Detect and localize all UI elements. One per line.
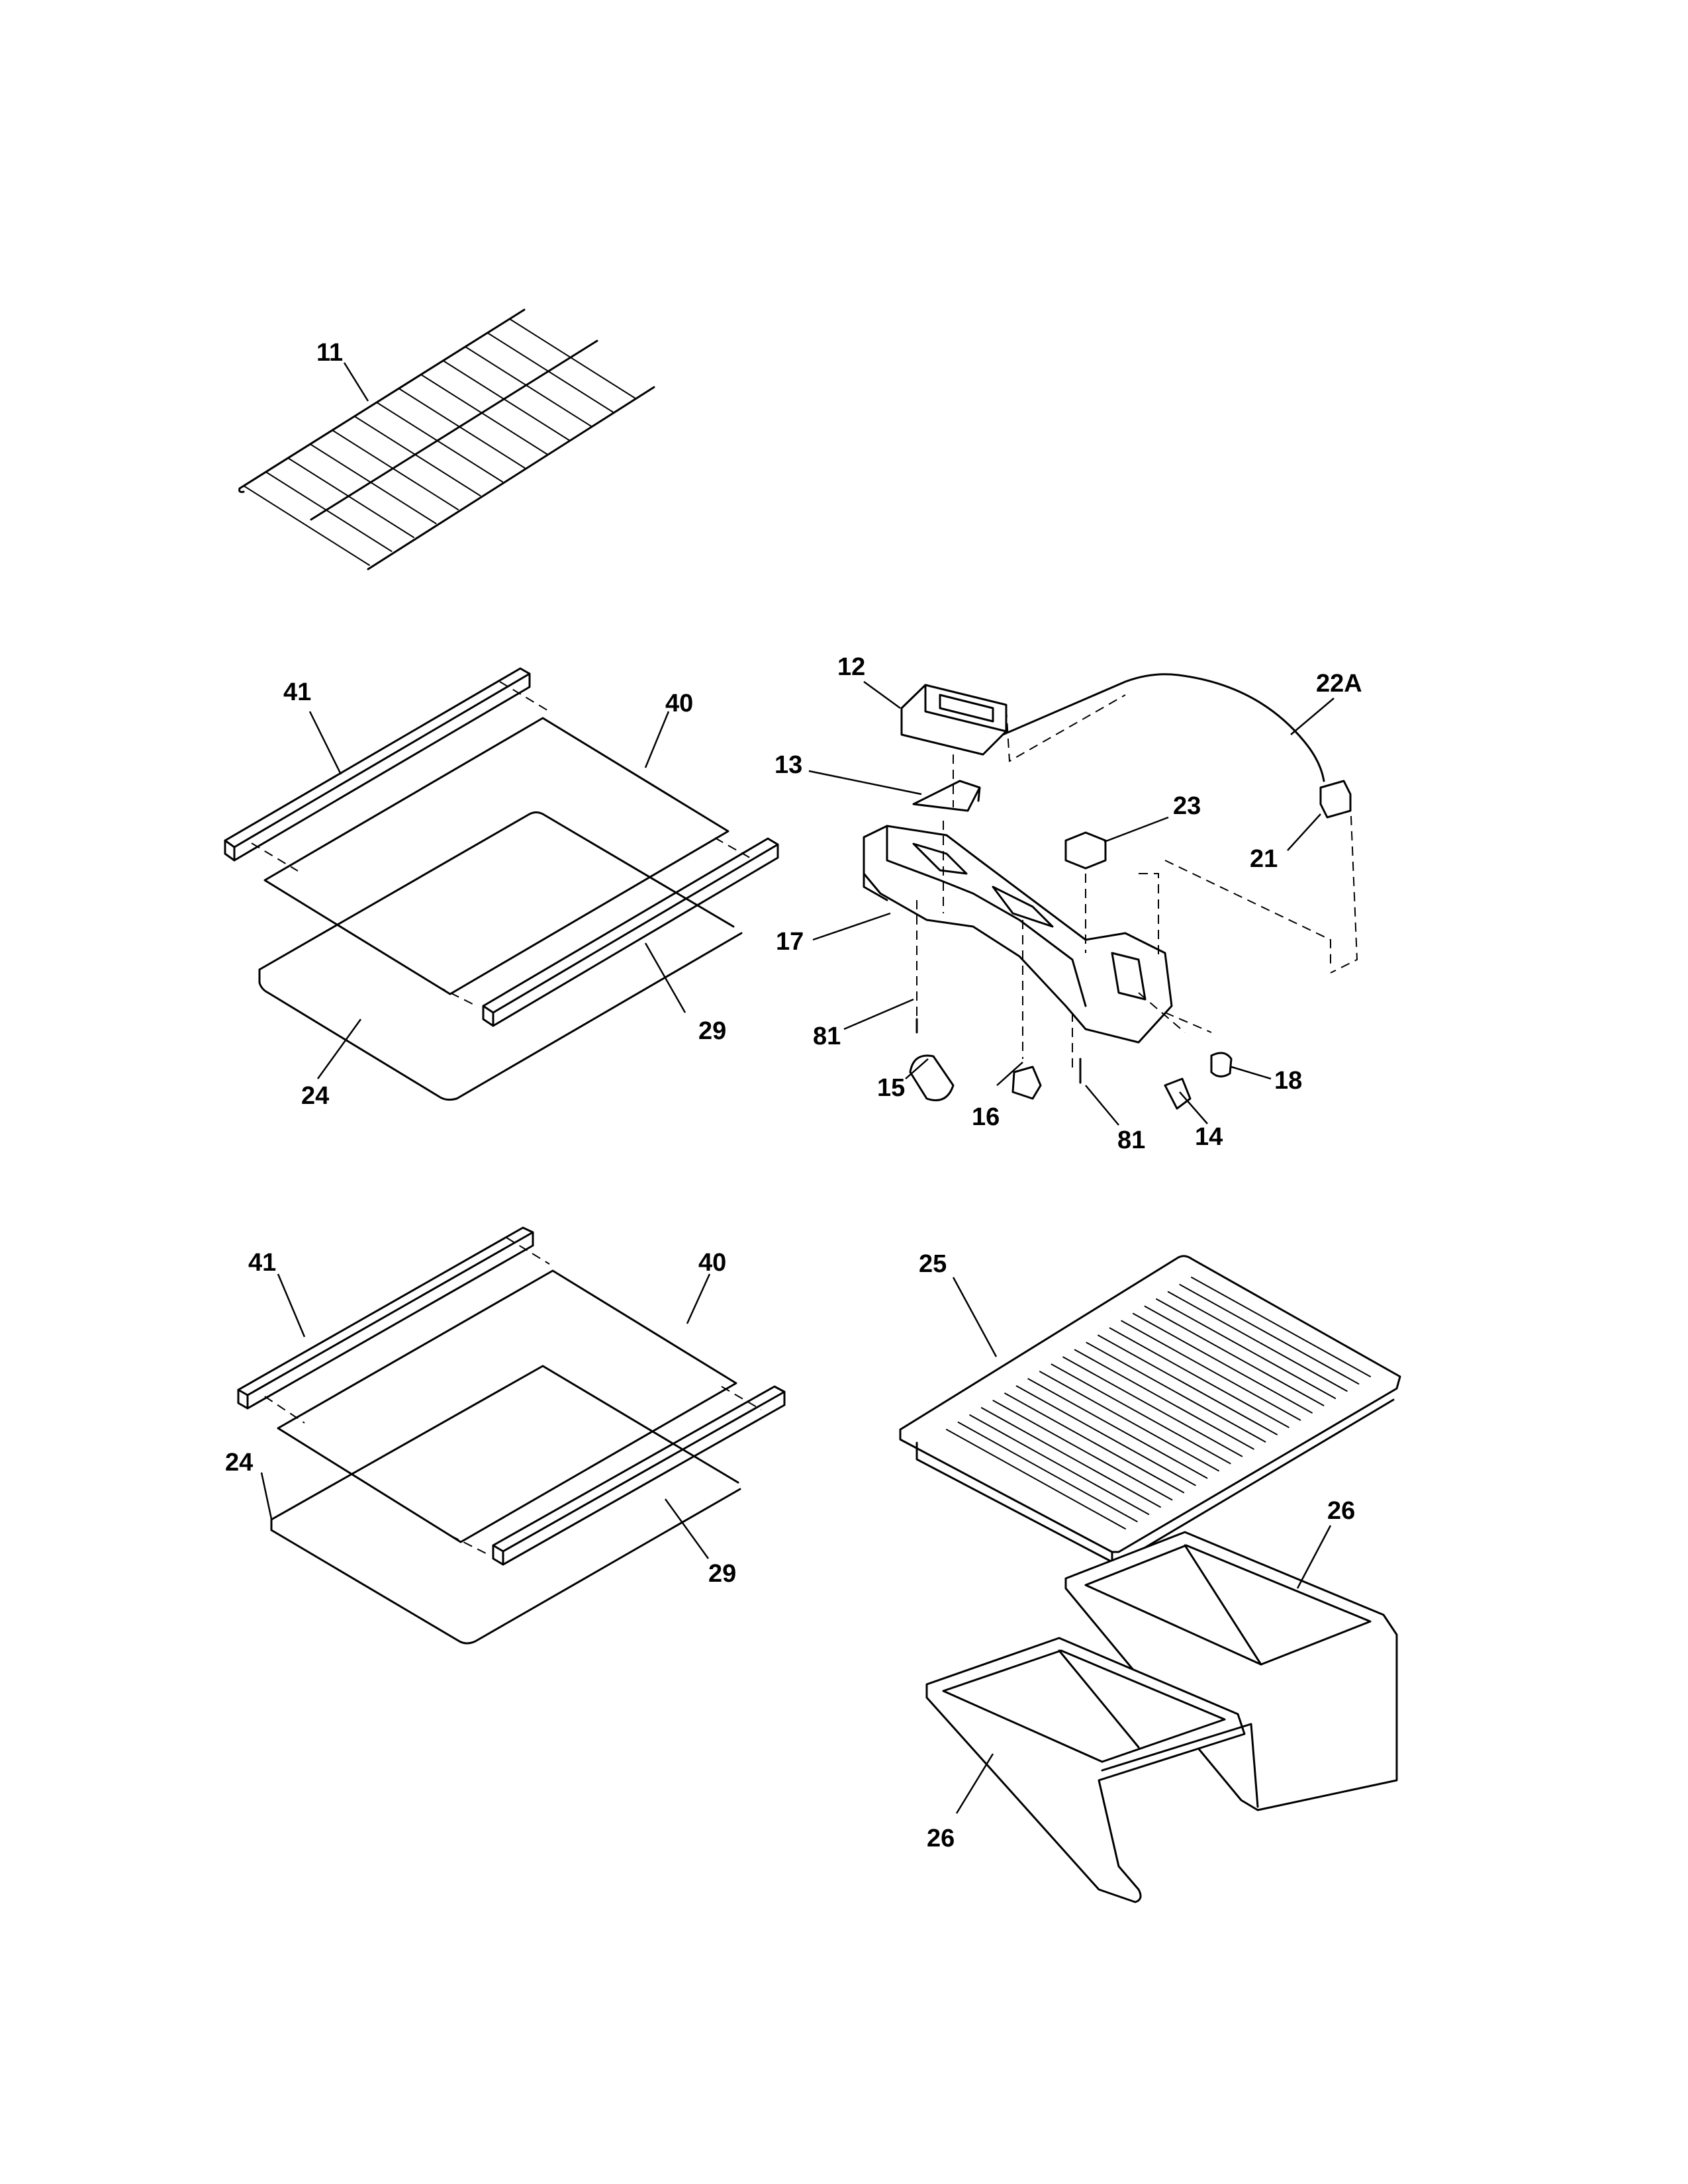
- callout-21: 21: [1250, 845, 1278, 873]
- callout-40-upper: 40: [665, 690, 693, 717]
- callout-41-upper: 41: [283, 678, 311, 706]
- control-housing-assembly: [863, 673, 1358, 1110]
- callout-15: 15: [877, 1074, 905, 1102]
- callout-81-right: 81: [1117, 1126, 1145, 1154]
- callout-29-upper: 29: [698, 1017, 726, 1045]
- callout-40-lower: 40: [698, 1249, 726, 1277]
- leader-lines: [260, 362, 1335, 1814]
- crisper-drawers: [925, 1531, 1398, 1903]
- callout-24-upper: 24: [301, 1082, 329, 1110]
- callout-26-right: 26: [1327, 1497, 1355, 1525]
- callout-24-lower: 24: [225, 1449, 253, 1477]
- callout-18: 18: [1274, 1067, 1302, 1095]
- callout-labels: 11 12 13 22A 23 21 17 81 15 16 81 14 18 …: [225, 339, 1362, 1852]
- callout-26-left: 26: [927, 1825, 955, 1852]
- callout-11: 11: [316, 339, 343, 367]
- callout-23: 23: [1173, 792, 1201, 820]
- glass-shelf-upper: [224, 667, 779, 1101]
- callout-41-lower: 41: [248, 1249, 276, 1277]
- callout-17: 17: [776, 928, 804, 956]
- callout-16: 16: [972, 1103, 1000, 1131]
- wire-shelf: [238, 308, 655, 570]
- callout-25: 25: [919, 1250, 947, 1278]
- callout-81-left: 81: [813, 1023, 841, 1050]
- glass-shelf-lower: [237, 1226, 786, 1645]
- callout-13: 13: [774, 751, 802, 779]
- callout-12: 12: [837, 653, 865, 681]
- crisper-cover: [899, 1255, 1401, 1565]
- callout-14: 14: [1195, 1123, 1223, 1151]
- callout-22a: 22A: [1316, 670, 1362, 698]
- callout-29-lower: 29: [708, 1560, 736, 1588]
